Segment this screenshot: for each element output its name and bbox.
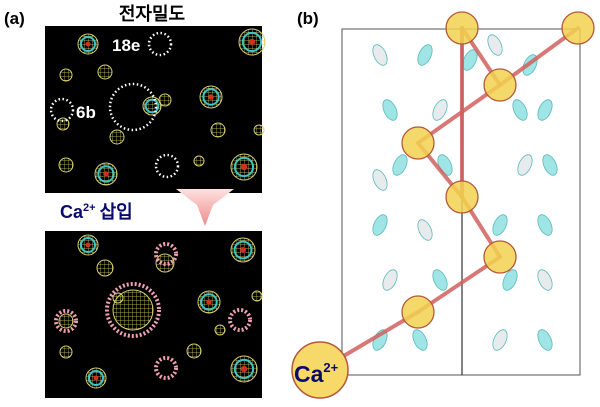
isosurface-lobe (372, 44, 388, 66)
site-marker-large (108, 82, 158, 132)
isosurface-lobe (432, 269, 448, 291)
site-6b-label: 6b (76, 103, 96, 122)
density-blob (197, 290, 221, 314)
isosurface-lobe (492, 329, 508, 351)
ca-site-ion (561, 11, 595, 45)
density-blob (230, 153, 258, 181)
isosurface-lobe (412, 329, 428, 351)
density-blob (193, 155, 205, 167)
isosurface-lobe (392, 154, 408, 176)
isosurface-lobe (372, 169, 388, 191)
panel-b-label: (b) (297, 9, 319, 28)
ca-site-ion (483, 240, 517, 274)
density-blob (94, 162, 118, 186)
isosurface-lobe (382, 99, 398, 121)
ca-site-ion (445, 11, 479, 45)
isosurface-lobe (537, 329, 553, 351)
isosurface-lobe (432, 99, 448, 121)
isosurface-lobe (537, 99, 553, 121)
ca-site-ion (483, 68, 517, 102)
isosurface-lobe (537, 269, 553, 291)
density-blob (230, 237, 256, 263)
density-blob (58, 313, 74, 329)
ca-site-ion (401, 295, 435, 329)
isosurface-lobe (542, 154, 558, 176)
density-blob (230, 355, 258, 383)
isosurface-lobe (417, 219, 433, 241)
density-blob (158, 93, 172, 107)
ca-ion-large: Ca2+ (291, 341, 349, 399)
density-blob (85, 367, 107, 389)
diffusion-path-arrow (416, 83, 502, 145)
site-18e-marker (147, 31, 173, 57)
down-arrow (176, 189, 234, 226)
isosurface-lobe (417, 44, 433, 66)
density-blob (59, 345, 73, 359)
ca-site-ring (154, 356, 178, 380)
density-blob (210, 122, 226, 138)
isosurface-lobe (372, 214, 388, 236)
site-marker (154, 153, 180, 179)
density-blob (199, 85, 223, 109)
density-blob (77, 234, 99, 256)
ca-site-ion (445, 180, 479, 214)
density-blob (59, 68, 73, 82)
crystal-structure (318, 11, 595, 376)
density-blob (96, 259, 114, 277)
density-blob (112, 292, 124, 304)
density-blob (253, 124, 265, 136)
density-blob (186, 343, 202, 359)
density-blob (142, 96, 162, 116)
density-map-after (45, 231, 263, 398)
isosurface-lobe (502, 269, 518, 291)
site-6b-marker (49, 97, 75, 123)
density-blob (251, 290, 263, 302)
isosurface-lobe (492, 214, 508, 236)
ca-site-ring (105, 282, 161, 338)
ca-site-ring (54, 309, 78, 333)
panel-a-label: (a) (4, 9, 25, 28)
panel-a-title: 전자밀도 (119, 4, 185, 24)
isosurface-lobe (382, 269, 398, 291)
density-blob (238, 28, 266, 56)
density-blob (58, 157, 74, 173)
ca-ion-label: Ca2+ (294, 360, 339, 387)
isosurface-lobe (517, 154, 533, 176)
isosurface-lobe (487, 34, 503, 56)
density-blob (77, 33, 99, 55)
density-map-before: 18e 6b (45, 26, 266, 193)
density-blob (109, 129, 125, 145)
site-18e-label: 18e (112, 36, 140, 55)
isosurface-lobe (537, 214, 553, 236)
ca-site-ion (401, 126, 435, 160)
isosurface-lobe (512, 99, 528, 121)
insertion-label: Ca2+삽입 (60, 201, 133, 222)
ca-site-ring (228, 308, 252, 332)
ca-site-ring (154, 242, 178, 266)
density-blob (97, 64, 113, 80)
density-blob (214, 324, 226, 336)
